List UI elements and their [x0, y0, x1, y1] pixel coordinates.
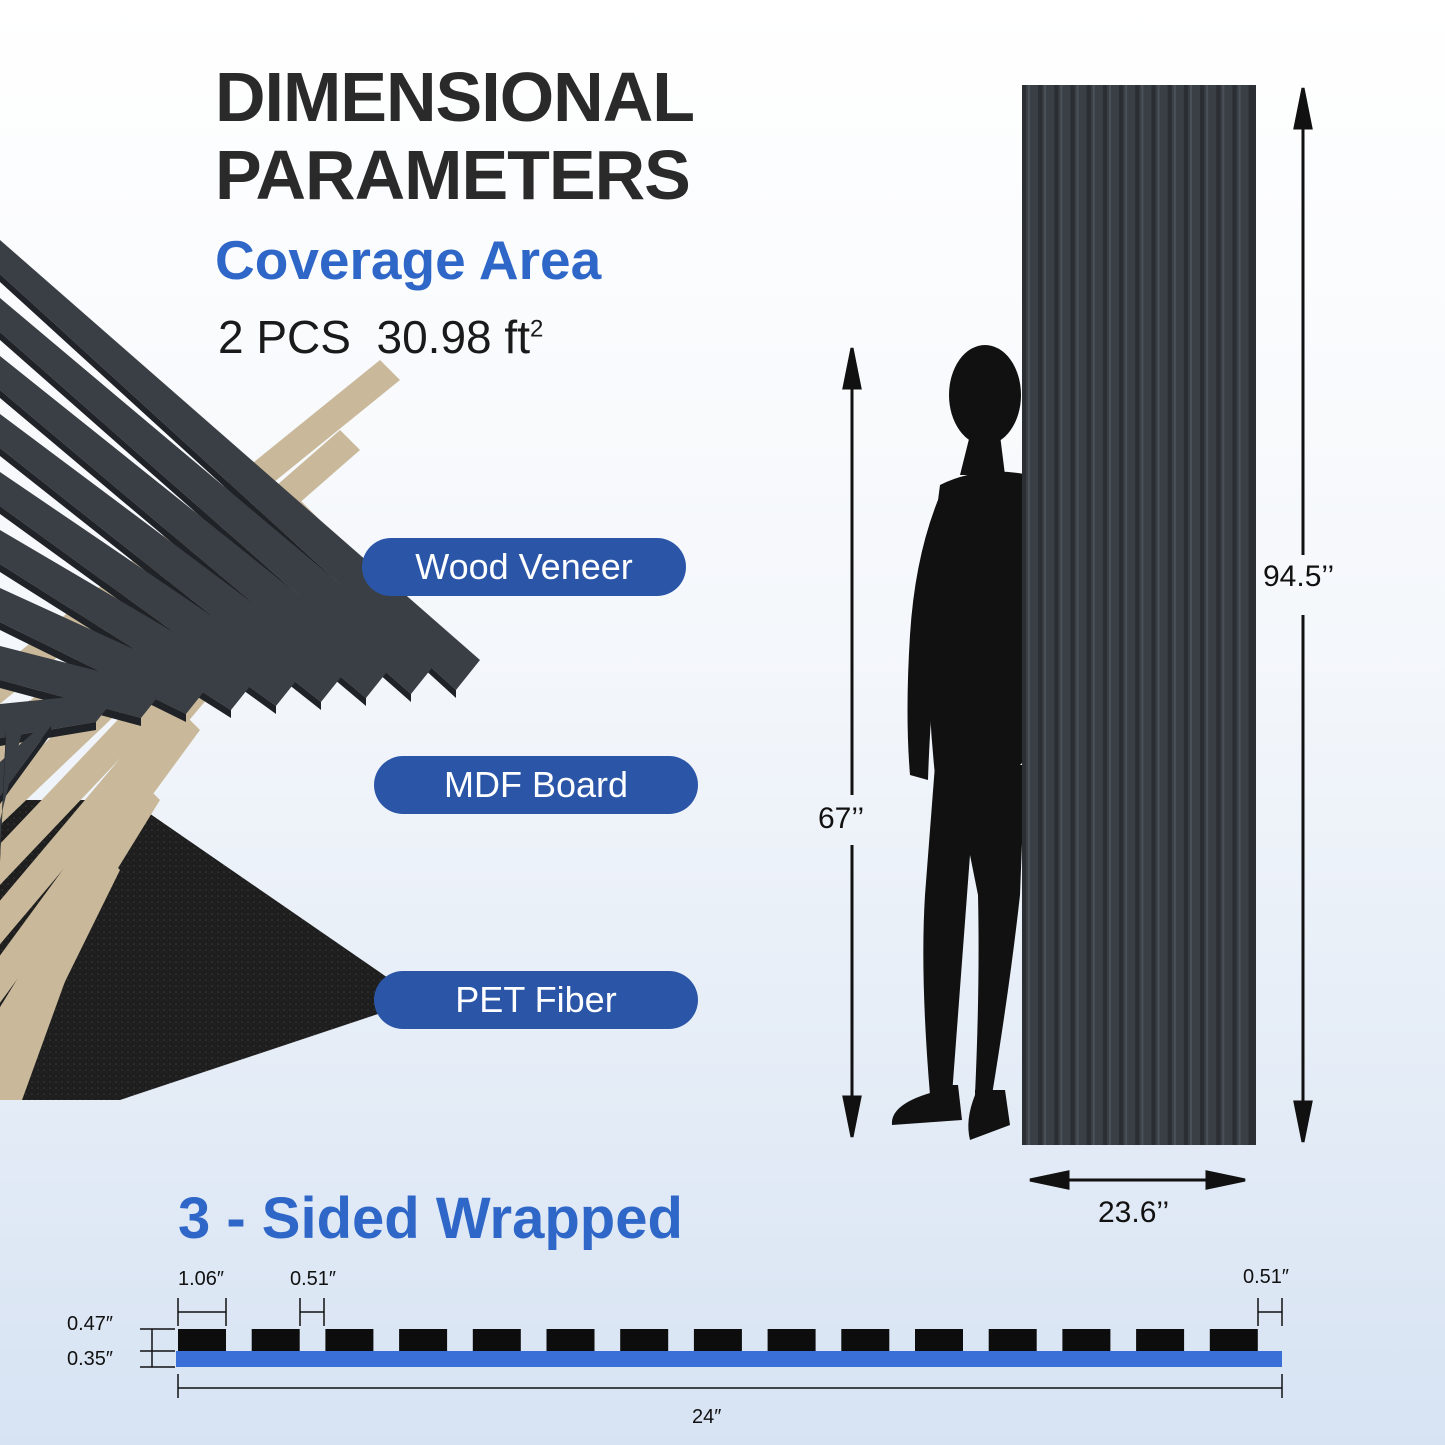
page-title: DIMENSIONAL PARAMETERS — [215, 58, 695, 214]
panel-slat — [1171, 85, 1184, 1145]
coverage-subtitle: Coverage Area — [215, 229, 602, 291]
panel-slat-highlight — [1173, 85, 1176, 1145]
coverage-pcs: 2 PCS — [218, 311, 351, 363]
panel-slat-highlight — [1028, 85, 1030, 1145]
panel-slats — [1026, 85, 1249, 1145]
profile-base — [176, 1351, 1282, 1367]
panel-slat — [1220, 85, 1233, 1145]
coverage-area-value: 2 PCS 30.98 ft2 — [218, 310, 543, 364]
panel-slat — [1058, 85, 1071, 1145]
profile-slat — [178, 1329, 226, 1351]
profile-slat — [767, 1329, 816, 1351]
total-width-label: 24″ — [692, 1406, 722, 1428]
panel-slat — [1090, 85, 1103, 1145]
person-silhouette — [891, 345, 1030, 1140]
panel-slat — [1204, 85, 1217, 1145]
panel-slat-highlight — [1125, 85, 1128, 1145]
panel-slat — [1107, 85, 1119, 1145]
slat-width-label: 1.06″ — [178, 1268, 225, 1290]
panel-slat — [1026, 85, 1038, 1145]
profile-slat — [472, 1329, 521, 1351]
panel-slat — [1123, 85, 1136, 1145]
person-height-label: 67’’ — [818, 802, 865, 835]
panel-width-label: 23.6’’ — [1098, 1196, 1170, 1229]
panel-slat-highlight — [1044, 85, 1047, 1145]
panel-height-label: 94.5’’ — [1263, 560, 1335, 593]
slat-thickness-label: 0.47″ — [67, 1313, 114, 1335]
veneer-strip-edge — [0, 730, 6, 862]
veneer-strip — [0, 298, 435, 694]
panel-slat — [1188, 85, 1200, 1145]
gap-width-label: 0.51″ — [290, 1268, 337, 1290]
profile-slat — [325, 1329, 374, 1351]
profile-slat — [693, 1329, 742, 1351]
veneer-layer — [0, 240, 480, 862]
title-line-2: PARAMETERS — [215, 136, 691, 214]
profile-slat — [620, 1329, 669, 1351]
panel-slat-highlight — [1060, 85, 1063, 1145]
veneer-strip — [0, 700, 30, 854]
profile-slat — [841, 1329, 890, 1351]
veneer-strip — [0, 356, 390, 698]
panel-slat-highlight — [1157, 85, 1160, 1145]
panel-slat-highlight — [1206, 85, 1209, 1145]
profile-slat — [915, 1329, 963, 1351]
profile-title: 3 - Sided Wrapped — [178, 1186, 683, 1251]
layer-pill-wood-veneer: Wood Veneer — [362, 538, 686, 596]
panel-slat — [1236, 85, 1249, 1145]
panel-slat-highlight — [1238, 85, 1241, 1145]
profile-slat — [399, 1329, 448, 1351]
veneer-strip — [0, 692, 120, 738]
profile-slat — [1136, 1329, 1185, 1351]
layer-pill-mdf-board: MDF Board — [374, 756, 698, 814]
profile-slats — [178, 1329, 1258, 1351]
veneer-strip — [0, 588, 210, 714]
veneer-strip — [0, 240, 480, 690]
panel-slat — [1074, 85, 1087, 1145]
layered-panel-illustration — [0, 240, 480, 1100]
panel-slat-highlight — [1076, 85, 1079, 1145]
panel-slat-highlight — [1092, 85, 1095, 1145]
mdf-strip — [0, 920, 80, 1100]
panel-slat-highlight — [1222, 85, 1225, 1145]
veneer-strip — [0, 646, 165, 718]
profile-diagram — [140, 1298, 1283, 1398]
panel-slat — [1139, 85, 1152, 1145]
base-thickness-label: 0.35″ — [67, 1348, 114, 1370]
tall-panel — [1022, 85, 1256, 1145]
profile-slat — [1062, 1329, 1111, 1351]
panel-slat-highlight — [1141, 85, 1144, 1145]
title-line-1: DIMENSIONAL — [215, 58, 695, 136]
veneer-strip — [0, 472, 300, 706]
coverage-ft: 30.98 ft — [376, 311, 530, 363]
veneer-strip — [0, 530, 255, 710]
layer-pill-pet-fiber: PET Fiber — [374, 971, 698, 1029]
panel-slat-highlight — [1109, 85, 1111, 1145]
panel-slat-highlight — [1190, 85, 1192, 1145]
edge-gap-label: 0.51″ — [1243, 1266, 1290, 1288]
coverage-exponent: 2 — [529, 315, 544, 343]
profile-slat — [546, 1329, 595, 1351]
profile-slat — [1209, 1329, 1258, 1351]
panel-slat — [1042, 85, 1055, 1145]
veneer-strip-edge — [0, 726, 51, 804]
profile-slat — [988, 1329, 1037, 1351]
profile-slat — [251, 1329, 300, 1351]
panel-slat — [1155, 85, 1168, 1145]
veneer-strip — [0, 414, 345, 702]
